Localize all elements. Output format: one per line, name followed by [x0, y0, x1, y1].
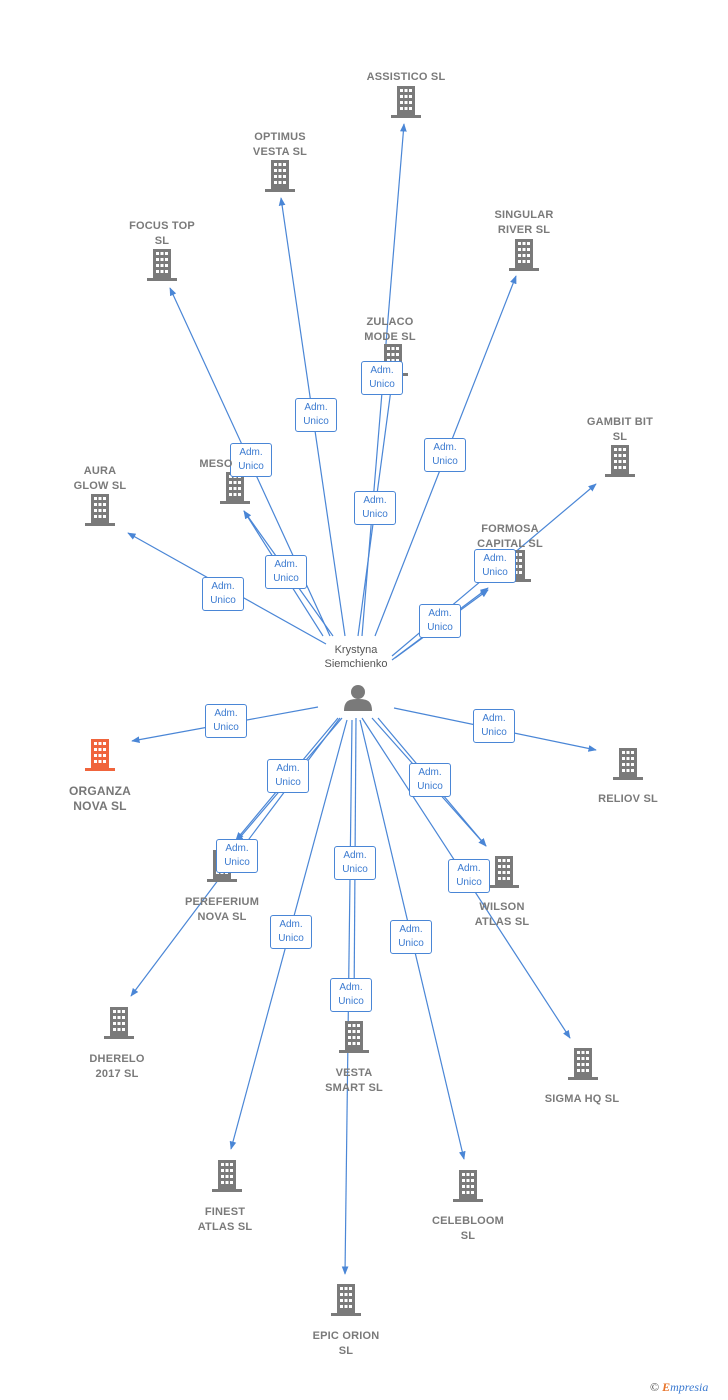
company-label-epic[interactable]: EPIC ORION SL — [312, 1330, 380, 1357]
building-icon[interactable] — [605, 445, 635, 477]
edge-role-label: Adm. Unico — [334, 846, 376, 880]
company-label-celebloom[interactable]: CELEBLOOM SL — [431, 1215, 505, 1242]
building-icon[interactable] — [147, 249, 177, 281]
edge-role-label: Adm. Unico — [330, 978, 372, 1012]
company-label-sigma[interactable]: SIGMA HQ SL — [544, 1093, 620, 1105]
edge-role-label: Adm. Unico — [270, 915, 312, 949]
edge-role-label: Adm. Unico — [390, 920, 432, 954]
building-icon[interactable] — [265, 160, 295, 192]
edge-role-label: Adm. Unico — [361, 361, 403, 395]
building-icon[interactable] — [339, 1021, 369, 1053]
company-label-dherelo[interactable]: DHERELO 2017 SL — [89, 1053, 145, 1080]
edge-role-label: Adm. Unico — [424, 438, 466, 472]
company-label-assistico[interactable]: ASSISTICO SL — [366, 71, 446, 83]
person-name[interactable]: Krystyna Siemchienko — [324, 644, 388, 670]
edge-role-label: Adm. Unico — [419, 604, 461, 638]
edge-role-label: Adm. Unico — [448, 859, 490, 893]
edge-role-label: Adm. Unico — [473, 709, 515, 743]
edge-role-label: Adm. Unico — [205, 704, 247, 738]
building-icon[interactable] — [613, 748, 643, 780]
company-label-wilson[interactable]: WILSON ATLAS SL — [474, 901, 530, 928]
building-icon[interactable] — [85, 739, 115, 771]
edge-role-label: Adm. Unico — [409, 763, 451, 797]
edge-role-label: Adm. Unico — [202, 577, 244, 611]
building-icon[interactable] — [212, 1160, 242, 1192]
person-icon — [344, 685, 372, 711]
company-label-pereferium[interactable]: PEREFERIUM NOVA SL — [184, 896, 260, 923]
building-icon[interactable] — [104, 1007, 134, 1039]
company-label-meso[interactable]: MESO — [199, 458, 233, 470]
company-label-finest[interactable]: FINEST ATLAS SL — [197, 1206, 253, 1233]
company-label-singular[interactable]: SINGULAR RIVER SL — [494, 209, 554, 236]
company-label-reliov[interactable]: RELIOV SL — [598, 793, 658, 805]
company-label-formosa[interactable]: FORMOSA CAPITAL SL — [477, 523, 543, 550]
edge-role-label: Adm. Unico — [474, 549, 516, 583]
building-icon[interactable] — [453, 1170, 483, 1202]
footer-brand: ©Empresia — [650, 1380, 708, 1395]
building-icon[interactable] — [391, 86, 421, 118]
copyright-symbol: © — [650, 1380, 660, 1394]
building-icon[interactable] — [331, 1284, 361, 1316]
building-icon[interactable] — [509, 239, 539, 271]
company-label-aura[interactable]: AURA GLOW SL — [73, 465, 127, 492]
building-icon[interactable] — [489, 856, 519, 888]
edge-role-label: Adm. Unico — [354, 491, 396, 525]
edge-role-label: Adm. Unico — [216, 839, 258, 873]
edge-role-label: Adm. Unico — [295, 398, 337, 432]
building-icon[interactable] — [568, 1048, 598, 1080]
edge-role-label: Adm. Unico — [230, 443, 272, 477]
company-label-zulaco[interactable]: ZULACO MODE SL — [364, 316, 416, 343]
building-icon[interactable] — [85, 494, 115, 526]
brand-name: mpresia — [670, 1380, 709, 1394]
brand-initial: E — [662, 1380, 671, 1394]
edge-role-label: Adm. Unico — [267, 759, 309, 793]
company-label-vesta_smart[interactable]: VESTA SMART SL — [325, 1067, 383, 1094]
edge-role-label: Adm. Unico — [265, 555, 307, 589]
company-label-focus[interactable]: FOCUS TOP SL — [129, 220, 195, 247]
company-label-optimus[interactable]: OPTIMUS VESTA SL — [252, 131, 308, 158]
company-label-organza[interactable]: ORGANZA NOVA SL — [68, 784, 132, 813]
company-label-gambit[interactable]: GAMBIT BIT SL — [586, 416, 654, 443]
